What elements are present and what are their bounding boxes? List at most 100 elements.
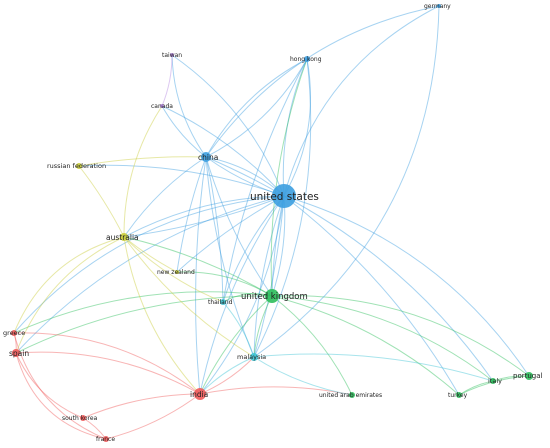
edge-hong-kong-thailand [222, 58, 308, 303]
edge-malaysia-india [199, 356, 255, 395]
edge-layer [13, 5, 530, 440]
edge-australia-canada [123, 105, 163, 238]
label-italy: italy [488, 377, 502, 385]
edge-united-states-spain [15, 195, 285, 354]
edge-india-greece [13, 332, 201, 395]
node-malaysia[interactable] [250, 353, 258, 361]
label-taiwan: taiwan [162, 52, 182, 59]
edge-china-thailand [205, 156, 224, 303]
node-thailand[interactable] [220, 299, 226, 305]
edge-united-states-hong-kong [283, 58, 311, 197]
edge-united-kingdom-italy [271, 295, 494, 382]
label-portugal: portugal [513, 372, 543, 380]
edge-australia-spain [15, 236, 125, 354]
edge-united-states-greece [13, 195, 285, 334]
node-hong-kong[interactable] [304, 56, 310, 62]
edge-germany-malaysia [253, 5, 440, 358]
edge-united-kingdom-india [199, 295, 273, 395]
edge-china-canada [161, 105, 207, 158]
label-canada: canada [151, 103, 173, 110]
node-south-korea[interactable] [80, 415, 86, 421]
edge-united-states-australia [123, 195, 285, 238]
label-germany: germany [424, 3, 451, 10]
edge-india-spain [15, 351, 201, 395]
edge-united-states-australia [123, 195, 285, 238]
edge-australia-thailand [123, 236, 224, 303]
edge-united-states-italy [283, 195, 494, 382]
edge-united-kingdom-united-arab-emirates [271, 295, 353, 396]
label-greece: greece [3, 329, 25, 337]
label-united-kingdom: united kingdom [241, 292, 308, 302]
label-thailand: thailand [208, 299, 233, 306]
edge-united-states-india [199, 195, 285, 395]
node-new-zealand[interactable] [175, 270, 179, 274]
edge-united-states-germany [283, 5, 440, 197]
edge-united-states-new-zealand [176, 195, 285, 273]
edge-united-states-thailand [222, 195, 285, 303]
edge-china-hong-kong [205, 58, 308, 158]
edge-malaysia-thailand [222, 301, 255, 358]
edge-australia-india [123, 236, 201, 395]
node-australia[interactable] [120, 233, 128, 241]
label-layer: united states united kingdom china australi… [3, 3, 543, 443]
node-russian-federation[interactable] [76, 163, 82, 169]
node-portugal[interactable] [525, 372, 533, 380]
label-australia: australia [106, 233, 139, 242]
edge-australia-new-zealand [123, 236, 178, 273]
edge-china-new-zealand [176, 156, 207, 273]
node-greece[interactable] [11, 330, 17, 336]
label-turkey: turkey [448, 392, 468, 399]
edge-united-kingdom-hong-kong [270, 58, 308, 297]
label-hong-kong: hong kong [290, 56, 322, 63]
edge-australia-malaysia [123, 236, 255, 358]
node-germany[interactable] [437, 4, 441, 8]
edge-united-kingdom-spain [15, 295, 273, 354]
edge-china-hong-kong [205, 58, 308, 158]
edge-italy-turkey [458, 380, 494, 396]
node-united-arab-emirates[interactable] [349, 392, 355, 398]
edge-spain-france [15, 352, 107, 440]
label-new-zealand: new zealand [157, 269, 195, 276]
edge-united-states-turkey [283, 195, 460, 396]
label-spain: spain [9, 349, 29, 358]
edge-russian-federation-china [78, 156, 207, 167]
edge-china-australia [123, 156, 207, 238]
edge-united-kingdom-new-zealand [176, 271, 273, 297]
edge-united-states-russian-federation [78, 164, 285, 197]
node-canada[interactable] [160, 104, 164, 108]
node-spain[interactable] [12, 349, 20, 357]
label-india: india [190, 390, 208, 399]
edge-united-states-portugal [283, 195, 530, 377]
node-layer [11, 4, 533, 442]
edge-india-south-korea [82, 393, 201, 419]
label-united-arab-emirates: united arab emirates [319, 392, 382, 399]
edge-spain-south-korea [15, 352, 84, 419]
label-malaysia: malaysia [237, 353, 266, 361]
node-united-kingdom[interactable] [265, 289, 279, 303]
edge-india-france [105, 393, 201, 440]
label-france: france [96, 436, 115, 443]
edge-united-states-malaysia [253, 195, 285, 358]
edge-united-states-hong-kong [282, 58, 308, 197]
node-taiwan[interactable] [170, 53, 174, 57]
label-united-states: united states [250, 191, 319, 203]
edge-greece-france [13, 332, 107, 440]
edge-united-kingdom-portugal [271, 295, 530, 377]
node-turkey[interactable] [456, 392, 462, 398]
label-china: china [198, 153, 218, 162]
node-france[interactable] [103, 436, 109, 442]
node-china[interactable] [201, 152, 211, 162]
edge-china-india [195, 156, 207, 395]
edge-china-germany [205, 5, 440, 158]
edge-united-states-taiwan [171, 54, 285, 197]
node-india[interactable] [194, 388, 206, 400]
edge-united-kingdom-australia [123, 236, 273, 297]
label-south-korea: south korea [62, 415, 98, 422]
node-italy[interactable] [490, 378, 496, 384]
edge-united-kingdom-turkey [271, 295, 460, 396]
node-united-states[interactable] [272, 184, 296, 208]
edge-australia-greece [13, 236, 125, 334]
edge-australia-russian-federation [78, 165, 125, 238]
